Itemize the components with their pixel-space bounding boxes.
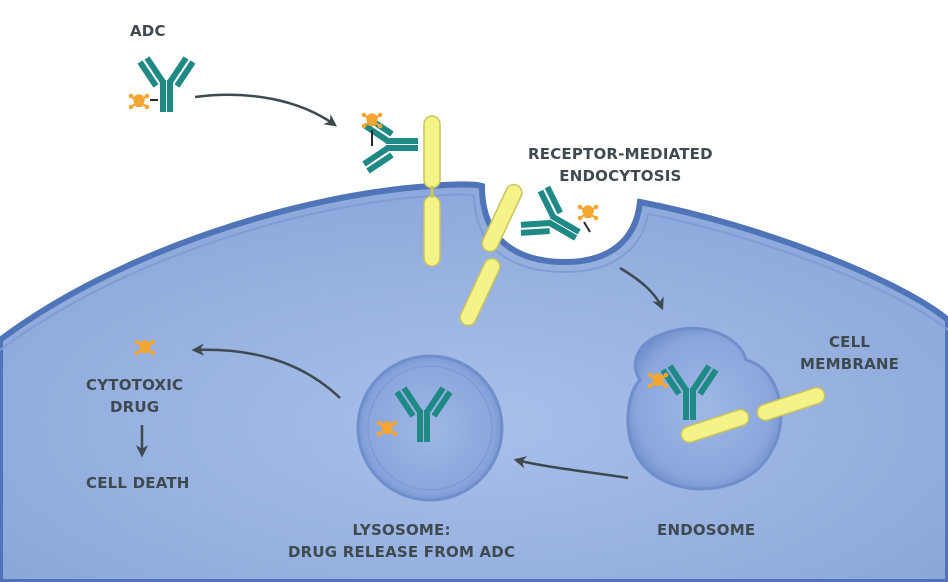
cell-membrane-inner [0,193,948,351]
arrow-lysosome-to-drug [191,343,341,399]
surface-receptor [423,115,441,267]
label-cytotoxic-drug: CYTOTOXIC DRUG [86,376,184,416]
label-receptor-mediated-endocytosis: RECEPTOR-MEDIATED ENDOCYTOSIS [528,145,713,185]
endosome [626,326,826,491]
arrow-to-endosome [619,266,664,311]
internalizing-adc [517,185,590,258]
bound-drug-icon [361,112,383,129]
arrow-adc-to-receptor [194,93,338,127]
free-adc [128,58,193,112]
label-adc: ADC [130,22,166,40]
lysosome [356,354,504,502]
internalizing-receptor [459,183,523,327]
label-cell-membrane: CELL MEMBRANE [800,333,900,373]
arrow-endosome-to-lysosome [513,456,629,480]
adc-drug-icon [128,93,150,110]
label-cell-death: CELL DEATH [86,474,190,492]
internalizing-drug-icon [577,204,599,221]
label-endosome: ENDOSOME [657,521,756,539]
endosome-receptor [680,386,826,444]
label-lysosome: LYSOSOME: DRUG RELEASE FROM ADC [288,521,516,561]
